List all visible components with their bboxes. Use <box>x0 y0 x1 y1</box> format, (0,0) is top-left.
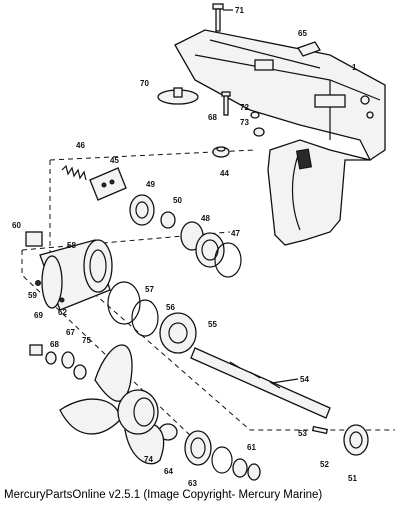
callout-50: 50 <box>173 196 182 205</box>
copyright-footer: MercuryPartsOnline v2.5.1 (Image Copyrig… <box>4 489 323 501</box>
callout-73: 73 <box>240 118 249 127</box>
callout-labels: 71 65 1 70 68 72 73 44 46 45 49 50 48 47… <box>12 6 357 488</box>
washers-61 <box>232 458 261 481</box>
propeller-shaft-54 <box>190 347 331 419</box>
callout-74: 74 <box>144 455 153 464</box>
pin-52-53 <box>311 425 329 435</box>
callout-60: 60 <box>12 221 21 230</box>
washer-68 <box>45 351 57 365</box>
callout-72: 72 <box>240 103 249 112</box>
callout-68b: 68 <box>50 340 59 349</box>
tab-washer-75 <box>73 364 87 380</box>
callout-64: 64 <box>164 467 173 476</box>
bearing-50 <box>160 211 176 229</box>
callout-48: 48 <box>201 214 210 223</box>
bearing-carrier-58 <box>39 239 113 311</box>
callout-75: 75 <box>82 336 91 345</box>
bearing-60 <box>25 231 43 247</box>
spring-46 <box>61 164 87 181</box>
screw-68 <box>221 91 231 116</box>
o-ring-57 <box>107 281 141 325</box>
callout-68: 68 <box>208 113 217 122</box>
callout-59: 59 <box>28 291 37 300</box>
callout-55: 55 <box>208 320 217 329</box>
callout-61: 61 <box>247 443 256 452</box>
pinion-gear-49 <box>129 194 155 226</box>
washer-nut-72-73 <box>250 111 265 137</box>
plug-44 <box>212 146 230 158</box>
ring-47 <box>214 242 242 278</box>
gear-housing <box>174 29 386 246</box>
retainer-45 <box>89 167 127 201</box>
hub-51 <box>343 424 369 456</box>
nut-67 <box>61 351 75 369</box>
callout-52: 52 <box>320 460 329 469</box>
callout-63: 63 <box>188 479 197 488</box>
callout-54: 54 <box>300 375 309 384</box>
callout-45: 45 <box>110 156 119 165</box>
callout-53: 53 <box>298 429 307 438</box>
plug-69 <box>29 344 43 356</box>
bracket-65 <box>297 41 321 57</box>
propeller <box>59 344 165 465</box>
callout-67: 67 <box>66 328 75 337</box>
callout-46: 46 <box>76 141 85 150</box>
bearing-48 <box>180 221 225 268</box>
washer-63 <box>211 446 233 474</box>
small-parts-59-62 <box>35 280 65 303</box>
callout-1: 1 <box>352 63 357 72</box>
callout-69: 69 <box>34 311 43 320</box>
callout-44: 44 <box>220 169 229 178</box>
callout-56: 56 <box>166 303 175 312</box>
callout-70: 70 <box>140 79 149 88</box>
callout-65: 65 <box>298 29 307 38</box>
bolt-71 <box>212 3 224 32</box>
callout-51: 51 <box>348 474 357 483</box>
callout-62: 62 <box>58 308 67 317</box>
callout-47: 47 <box>231 229 240 238</box>
cage-64 <box>184 430 212 466</box>
gear-55 <box>159 312 197 354</box>
callout-49: 49 <box>146 180 155 189</box>
callout-57: 57 <box>145 285 154 294</box>
ring-56 <box>131 299 159 337</box>
anode-plate-70 <box>157 87 199 105</box>
callout-71: 71 <box>235 6 244 15</box>
callout-58: 58 <box>67 241 76 250</box>
